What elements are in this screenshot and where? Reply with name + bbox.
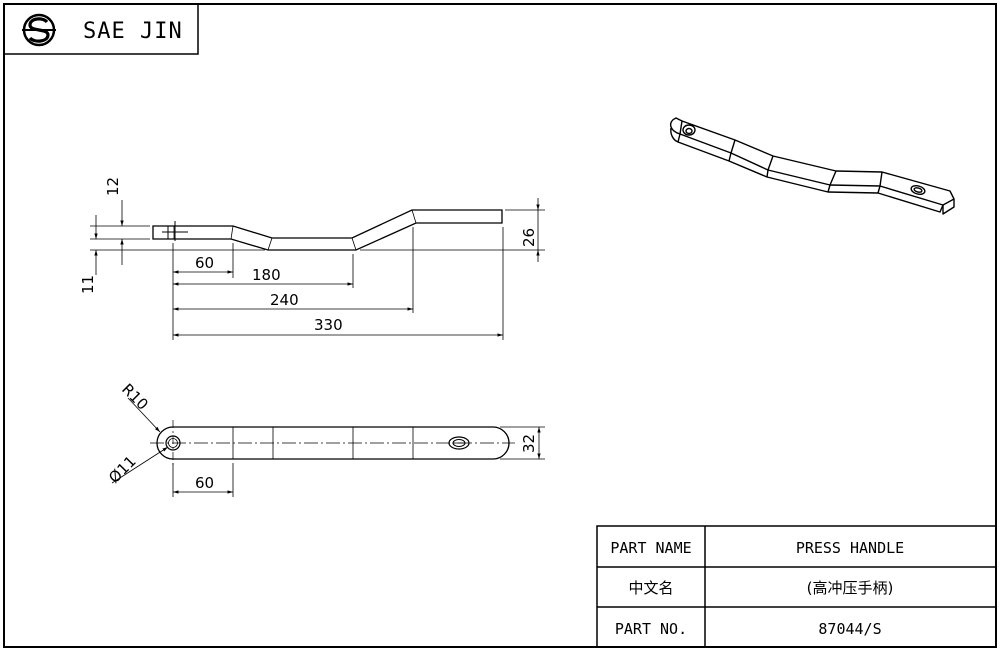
- dim-26: 26: [520, 228, 538, 247]
- sheet-border: [3, 3, 997, 648]
- dim-12: 12: [104, 177, 122, 196]
- company-name: SAE JIN: [83, 19, 183, 44]
- mount-hole: [165, 435, 181, 451]
- dim-180: 180: [252, 266, 281, 284]
- company-header: SAE JIN: [3, 3, 199, 55]
- dim-32: 32: [520, 434, 538, 453]
- isometric-view: [669, 117, 955, 215]
- dim-330: 330: [314, 316, 343, 334]
- sj-logo-icon: [22, 13, 56, 47]
- dim-hole-diameter: Ø11: [105, 452, 140, 487]
- part-no-value: 87044/S: [818, 620, 881, 638]
- part-no-label: PART NO.: [615, 620, 687, 638]
- side-profile: [152, 209, 503, 251]
- chinese-name-label: 中文名: [628, 579, 673, 597]
- title-block: [596, 525, 997, 648]
- dim-11: 11: [79, 275, 97, 294]
- top-outline: [156, 426, 510, 460]
- dim-60-top: 60: [195, 474, 214, 492]
- emboss-mark: [448, 436, 470, 450]
- top-view: [111, 397, 545, 497]
- dim-60-side: 60: [195, 254, 214, 272]
- side-view: [90, 198, 545, 340]
- dim-r10: R10: [118, 380, 152, 414]
- chinese-name-value: (高冲压手柄): [807, 579, 894, 597]
- part-name-value: PRESS HANDLE: [796, 539, 904, 557]
- dim-240: 240: [270, 291, 299, 309]
- part-name-label: PART NAME: [610, 539, 691, 557]
